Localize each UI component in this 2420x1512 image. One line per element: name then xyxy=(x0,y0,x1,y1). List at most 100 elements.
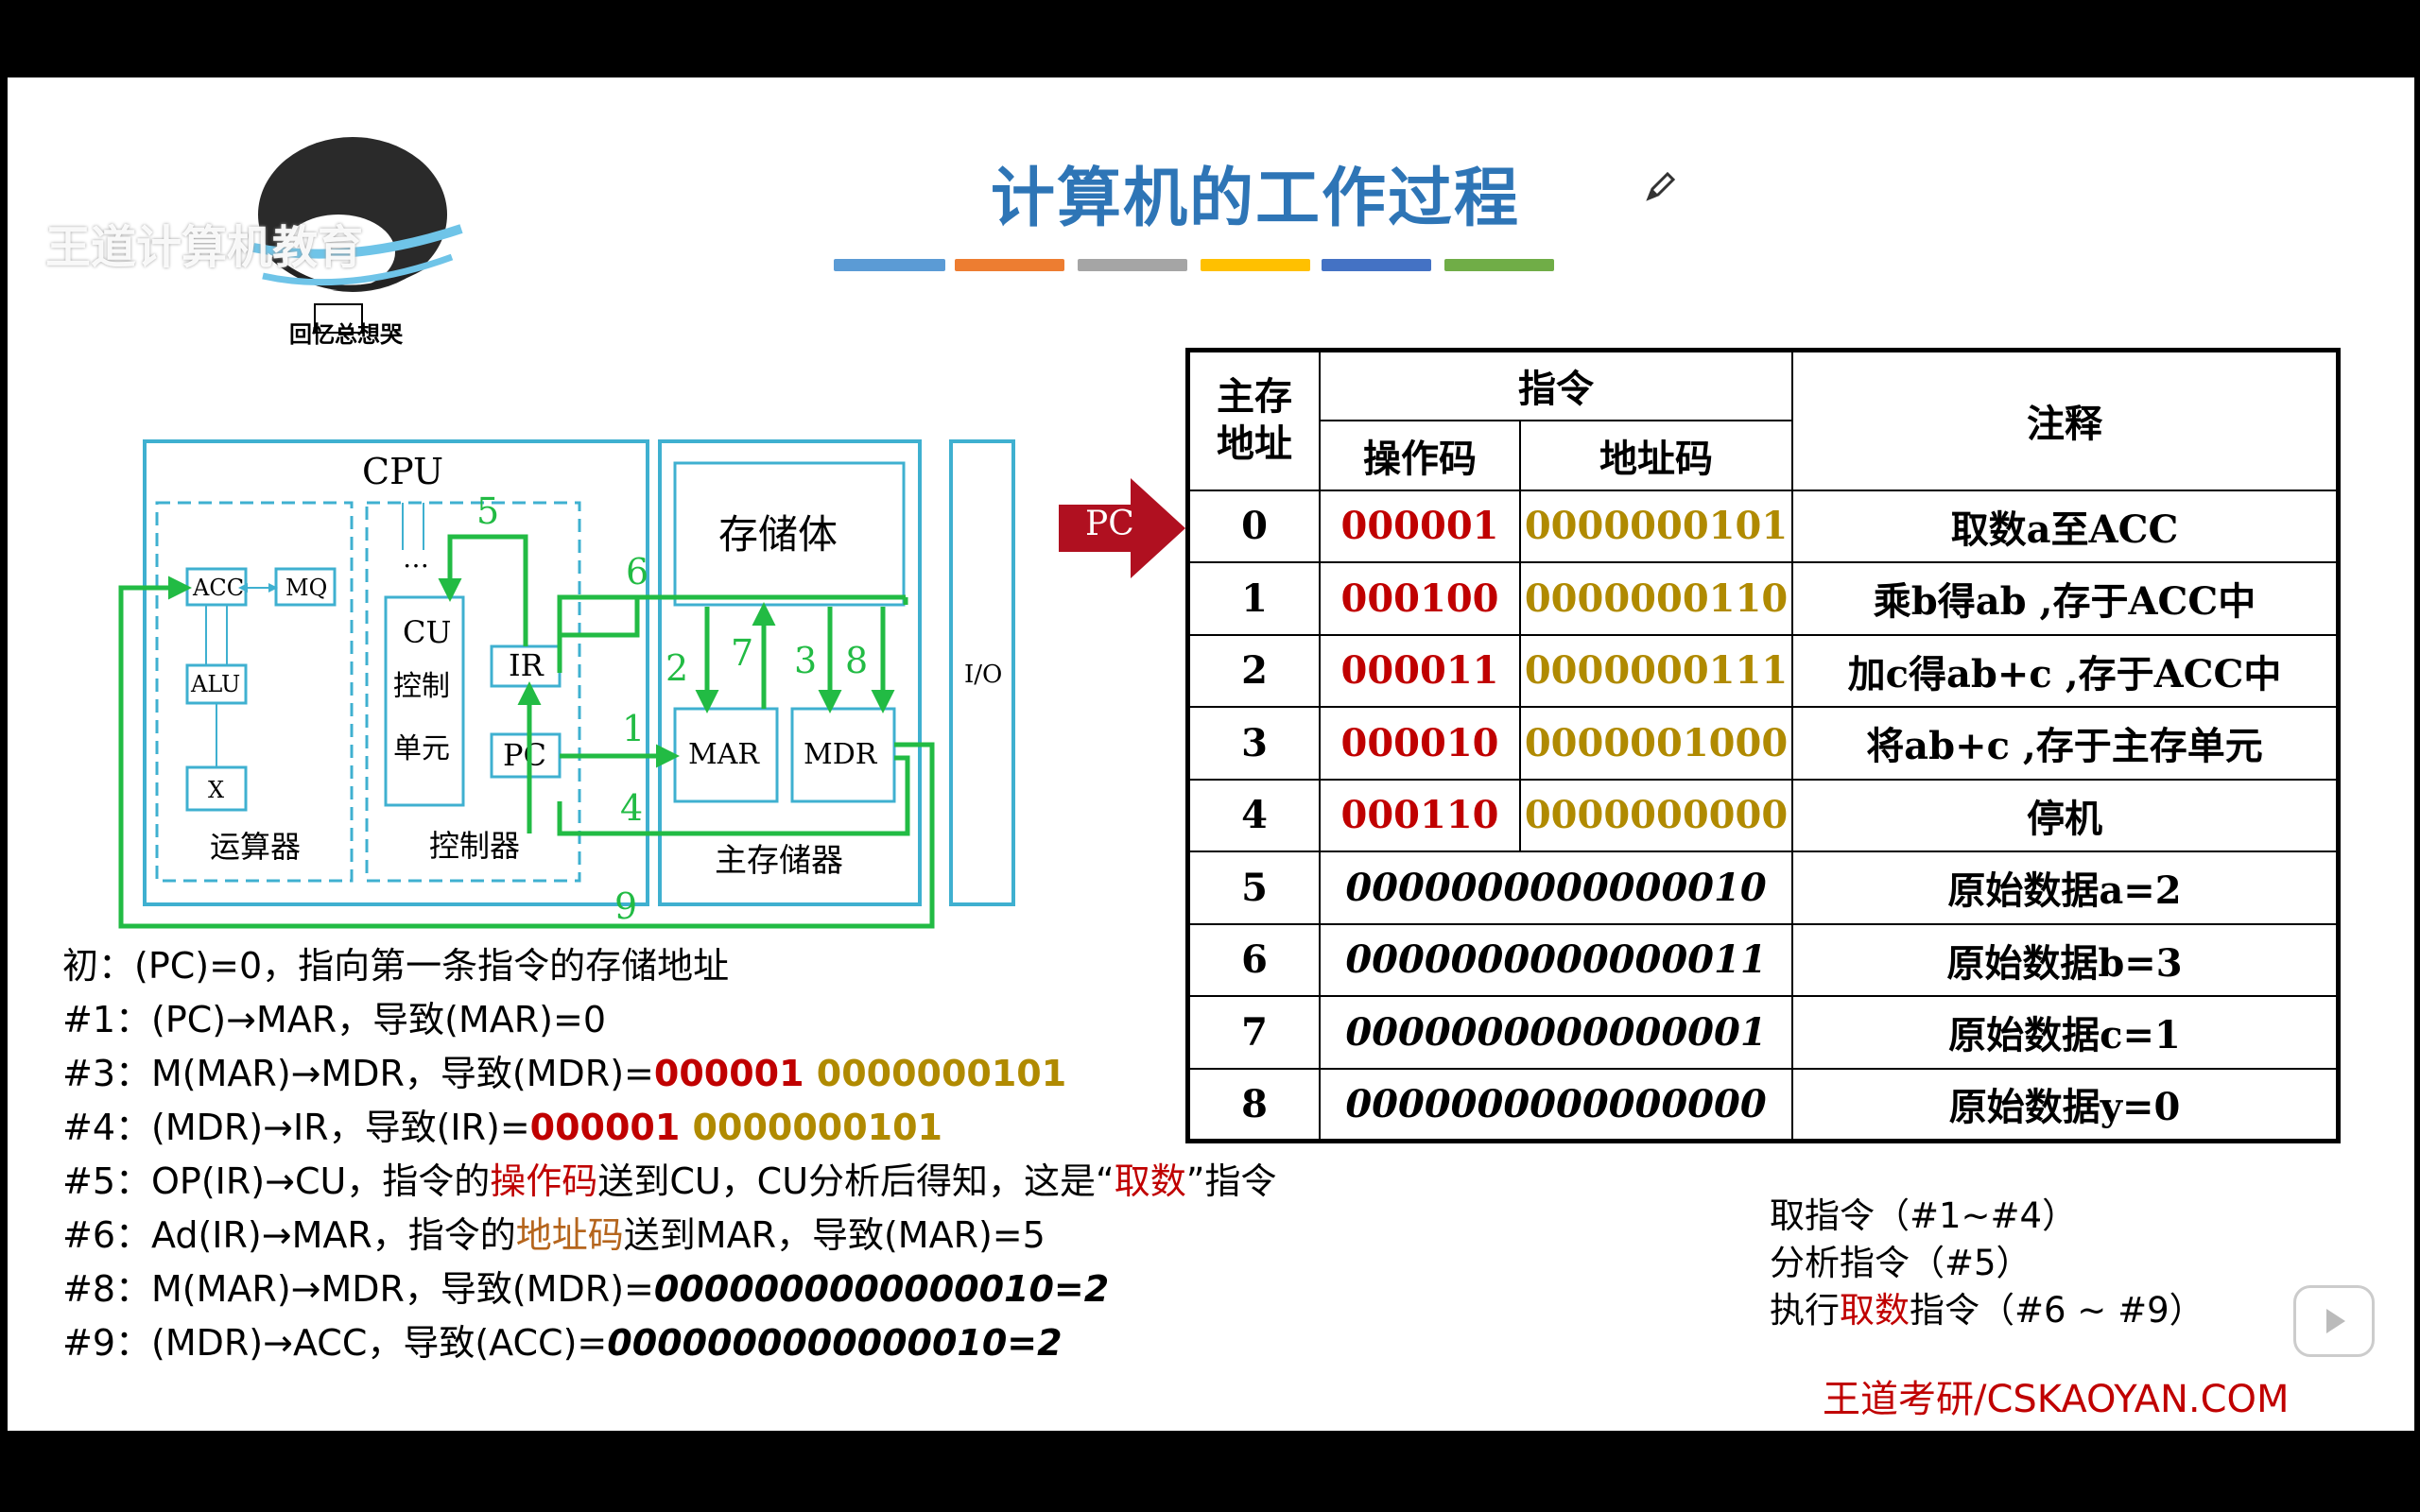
row-note: 原始数据b=3 xyxy=(1791,922,2340,997)
wire-8-label: 8 xyxy=(845,640,868,681)
cu-box xyxy=(384,595,465,807)
page-title: 计算机的工作过程 xyxy=(990,161,1520,236)
x-label: X xyxy=(208,777,224,803)
dots: … xyxy=(403,542,429,574)
row-note: 乘b得ab ,存于ACC中 xyxy=(1791,561,2340,636)
note-fetch: 取指令（#1~#4） xyxy=(1770,1195,2078,1236)
row-data: 0000000000000011 xyxy=(1319,922,1793,997)
row-note: 原始数据y=0 xyxy=(1791,1067,2340,1142)
step-1: #1：(PC)→MAR，导致(MAR)=0 xyxy=(62,999,606,1040)
step-5: #5：OP(IR)→CU，指令的操作码送到CU，CU分析后得知，这是“取数”指令 xyxy=(62,1160,1277,1202)
mq-label: MQ xyxy=(285,575,327,601)
wire-6-label: 6 xyxy=(626,551,648,593)
row-note: 停机 xyxy=(1791,778,2340,852)
color-bar-6 xyxy=(1444,259,1554,271)
pc-pointer-label: PC xyxy=(1085,505,1134,543)
row-addrcode: 0000000101 xyxy=(1519,489,1793,563)
color-bar-1 xyxy=(834,259,945,271)
color-bar-2 xyxy=(955,259,1064,271)
bilibili-tv-icon[interactable] xyxy=(2293,1285,2375,1357)
row-addrcode: 0000000000 xyxy=(1519,778,1793,852)
color-bar-5 xyxy=(1322,259,1431,271)
row-data: 0000000000000000 xyxy=(1319,1067,1793,1142)
header-note: 注释 xyxy=(1791,349,2340,491)
step-3: #3：M(MAR)→MDR，导致(MDR)=000001 0000000101 xyxy=(62,1053,1067,1094)
row-note: 加c得ab+c ,存于ACC中 xyxy=(1791,633,2340,708)
wire-7-label: 7 xyxy=(731,632,753,674)
footer-brand: 王道考研/CSKAOYAN.COM xyxy=(1823,1378,2290,1421)
row-opcode: 000010 xyxy=(1319,706,1521,781)
row-note: 取数a至ACC xyxy=(1791,489,2340,563)
header-opcode: 操作码 xyxy=(1319,419,1521,491)
wire-9-label: 9 xyxy=(614,885,637,927)
cpu-label: CPU xyxy=(362,451,443,492)
row-opcode: 000011 xyxy=(1319,633,1521,708)
io-box xyxy=(949,439,1015,906)
header-instr: 指令 xyxy=(1319,349,1793,421)
wire-4-label: 4 xyxy=(620,787,643,829)
wire-5-label: 5 xyxy=(476,490,499,532)
storage-box xyxy=(673,461,906,607)
mainmem-box xyxy=(658,439,922,906)
acc-label: ACC xyxy=(192,575,244,601)
row-addrcode: 0000001000 xyxy=(1519,706,1793,781)
io-label: I/O xyxy=(964,661,1002,689)
computer-diagram: CPU ACC MQ ALU X 运算器 CU 控制 单元 … IR PC 控制… xyxy=(118,439,1015,929)
watermark-caption: 回忆总想哭 xyxy=(289,321,403,348)
step-init: 初：(PC)=0，指向第一条指令的存储地址 xyxy=(62,945,730,987)
alu-label: ALU xyxy=(190,671,240,697)
crying-avatar-icon xyxy=(252,137,463,334)
wire-1-label: 1 xyxy=(622,708,645,749)
pc-pointer-arrow: PC xyxy=(1057,476,1189,584)
row-addr: 2 xyxy=(1186,633,1321,708)
row-addrcode: 0000000111 xyxy=(1519,633,1793,708)
row-addrcode: 0000000110 xyxy=(1519,561,1793,636)
note-execute: 执行取数指令（#6 ~ #9） xyxy=(1770,1290,2204,1331)
pencil-icon[interactable] xyxy=(1641,168,1679,210)
row-addr: 5 xyxy=(1186,850,1321,925)
cu-label-2: 控制 xyxy=(393,670,450,703)
header-addr: 主存地址 xyxy=(1186,349,1321,491)
row-addr: 7 xyxy=(1186,995,1321,1070)
ir-label: IR xyxy=(509,647,544,683)
row-addr: 1 xyxy=(1186,561,1321,636)
row-data: 0000000000000001 xyxy=(1319,995,1793,1070)
header-addr-l1: 主存 xyxy=(1217,374,1292,420)
wire-2-label: 2 xyxy=(666,647,688,689)
color-bar-3 xyxy=(1078,259,1187,271)
row-addr: 0 xyxy=(1186,489,1321,563)
note-decode: 分析指令（#5） xyxy=(1770,1243,2031,1283)
phase-notes: 取指令（#1~#4） 分析指令（#5） 执行取数指令（#6 ~ #9） xyxy=(1770,1193,2204,1334)
x-box xyxy=(185,765,248,812)
row-addr: 6 xyxy=(1186,922,1321,997)
step-8: #8：M(MAR)→MDR，导致(MDR)=0000000000000010=2 xyxy=(62,1268,1110,1310)
storage-label: 存储体 xyxy=(718,511,838,558)
mar-box xyxy=(673,707,779,803)
mdr-label: MDR xyxy=(804,738,878,771)
alu-box xyxy=(185,663,248,705)
cu-label-3: 单元 xyxy=(393,732,450,765)
cpu-box xyxy=(143,439,649,906)
row-opcode: 000100 xyxy=(1319,561,1521,636)
row-note: 原始数据c=1 xyxy=(1791,995,2340,1070)
row-opcode: 000110 xyxy=(1319,778,1521,852)
mdr-box xyxy=(790,707,896,803)
row-data: 0000000000000010 xyxy=(1319,850,1793,925)
wire-3-label: 3 xyxy=(794,640,817,681)
ctrl-group xyxy=(365,501,581,883)
mar-label: MAR xyxy=(688,738,760,771)
row-note: 将ab+c ,存于主存单元 xyxy=(1791,706,2340,781)
alu-group-label: 运算器 xyxy=(210,829,301,865)
pc-label: PC xyxy=(503,737,546,773)
alu-group xyxy=(155,501,354,883)
row-note: 原始数据a=2 xyxy=(1791,850,2340,925)
row-addr: 3 xyxy=(1186,706,1321,781)
